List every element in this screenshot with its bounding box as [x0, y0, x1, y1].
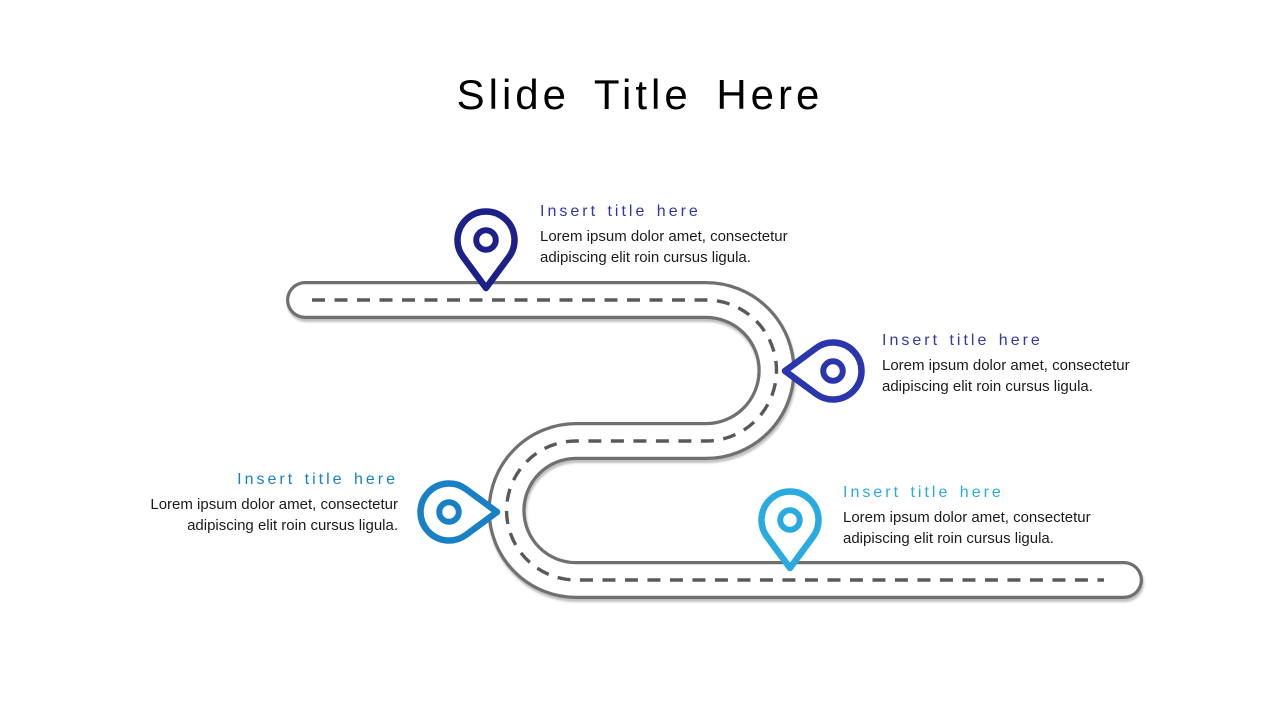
item-1-body: Lorem ipsum dolor amet, consectetur adip…: [540, 228, 788, 266]
map-pin-2-dot: [820, 358, 846, 384]
item-1-text-block: Insert title here Lorem ipsum dolor amet…: [540, 202, 825, 268]
item-1-title: Insert title here: [540, 203, 701, 220]
item-4-text-block: Insert title here Lorem ipsum dolor amet…: [843, 483, 1128, 549]
map-pin-2: [785, 343, 862, 400]
map-pin-4: [762, 491, 819, 568]
item-3-body: Lorem ipsum dolor amet, consectetur adip…: [150, 496, 398, 534]
map-pin-4-dot: [777, 507, 803, 533]
map-pin-3-dot: [436, 499, 462, 525]
item-2-body: Lorem ipsum dolor amet, consectetur adip…: [882, 357, 1130, 395]
item-3-title: Insert title here: [237, 471, 398, 488]
item-2-text-block: Insert title here Lorem ipsum dolor amet…: [882, 331, 1167, 397]
road-centerline: [312, 298, 1104, 582]
map-pin-1: [458, 211, 515, 288]
slide-title: Slide Title Here: [456, 71, 824, 119]
item-2-title: Insert title here: [882, 332, 1043, 349]
item-4-body: Lorem ipsum dolor amet, consectetur adip…: [843, 509, 1091, 547]
item-4-title: Insert title here: [843, 484, 1004, 501]
map-pin-1-dot: [473, 227, 499, 253]
map-pin-3: [420, 484, 497, 541]
item-3-text-block: Insert title here Lorem ipsum dolor amet…: [113, 470, 398, 536]
